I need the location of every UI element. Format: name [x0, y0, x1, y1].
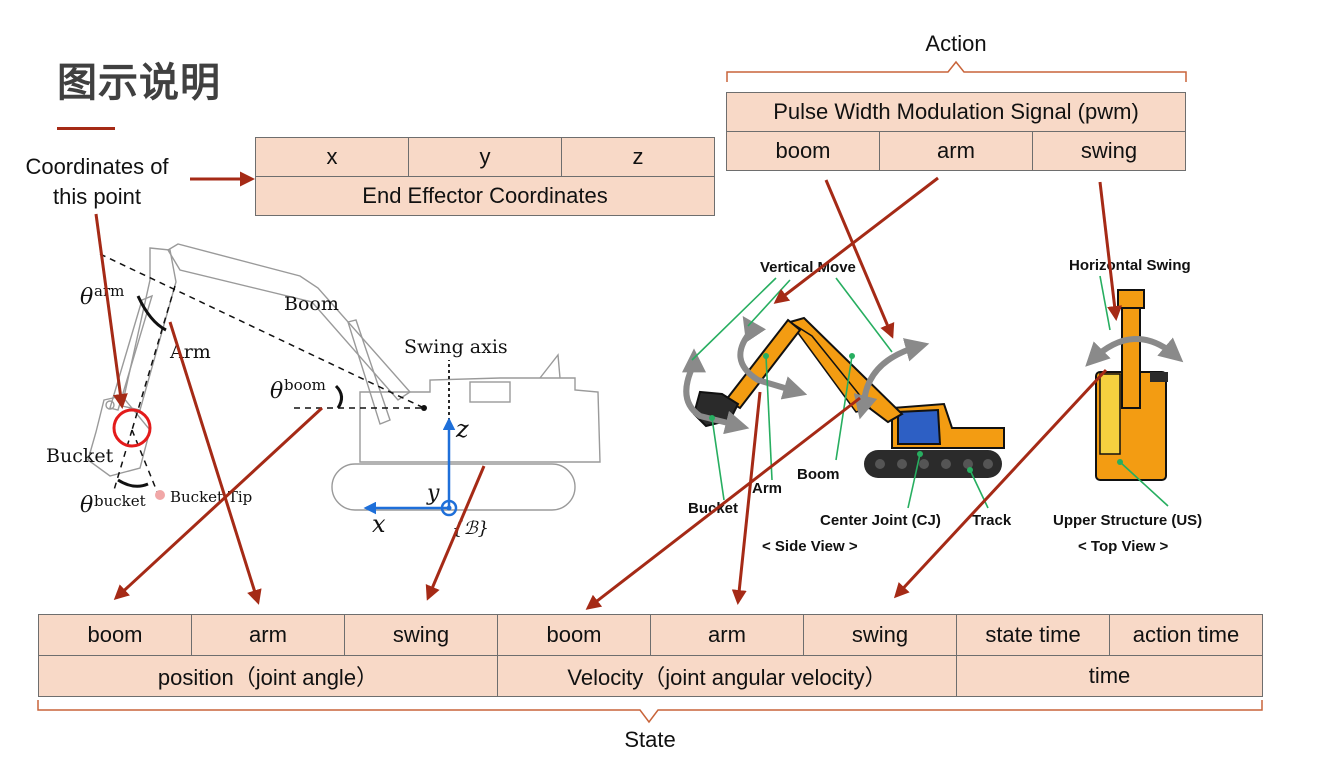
side-boom-label: Boom [797, 466, 840, 483]
arrow-arm-velocity [731, 391, 762, 605]
theta-arm-sup: arm [94, 282, 124, 300]
y-axis-marker [440, 499, 458, 517]
axis-y-label: y [426, 481, 440, 506]
arrow-swing-position [425, 465, 486, 601]
top-view-caption: < Top View > [1078, 538, 1169, 555]
arrow-swing-velocity [893, 368, 1108, 599]
title-underline [57, 127, 115, 130]
schematic-boom-label: Boom [284, 293, 339, 315]
axis-x-label: x [372, 510, 386, 538]
action-label: Action [925, 31, 987, 56]
theta-arm-symbol: θ [80, 285, 93, 310]
schematic-dashed-lines [99, 253, 425, 495]
top-view-leader-lines [1099, 275, 1169, 507]
upper-structure-label: Upper Structure (US) [1053, 512, 1202, 529]
coordinates-label-line1: Coordinates of [25, 154, 169, 179]
frame-origin-dot [446, 505, 452, 511]
end-effector-label-cell: End Effector Coordinates [255, 176, 715, 216]
side-bucket-label: Bucket [688, 500, 738, 517]
track-label: Track [972, 512, 1012, 529]
arrow-pwm-swing [1098, 181, 1123, 321]
state-label: State [624, 727, 676, 752]
state-position-arm-cell: arm [191, 614, 345, 656]
side-view-leader-dots [709, 353, 973, 473]
action-time-cell: action time [1109, 614, 1263, 656]
coordinates-label-line2: this point [52, 184, 142, 209]
position-group-cell: position（joint angle） [38, 655, 498, 697]
side-view-leader-lines [691, 277, 989, 509]
pivot-dot [421, 405, 427, 411]
vertical-move-label: Vertical Move [760, 259, 856, 276]
arrow-pwm-arm [824, 179, 895, 339]
state-position-boom-cell: boom [38, 614, 192, 656]
state-time-cell: state time [956, 614, 1110, 656]
schematic-arm-label: Arm [169, 341, 211, 363]
bucket-tip-dot [155, 490, 165, 500]
action-brace [726, 60, 1187, 82]
state-table: boom arm swing boom arm swing state time… [38, 614, 1263, 697]
theta-bucket-symbol: θ [80, 493, 93, 518]
axis-z-label: z [455, 415, 469, 443]
arrow-boom-position [113, 406, 324, 601]
end-effector-z-cell: z [561, 137, 715, 177]
state-brace [37, 700, 1263, 724]
time-group-cell: time [956, 655, 1263, 697]
page-title: 图示说明 [57, 60, 221, 106]
arrow-to-point [94, 213, 128, 409]
theta-bucket-sup: bucket [94, 492, 146, 510]
top-view-excavator [1095, 289, 1168, 481]
theta-boom-sup: boom [284, 376, 326, 394]
side-view-caption: < Side View > [762, 538, 858, 555]
velocity-group-cell: Velocity（joint angular velocity） [497, 655, 957, 697]
schematic-bucket-tip-label: Bucket Tip [170, 488, 252, 506]
red-point-circle [112, 408, 152, 448]
arrow-boom-velocity [585, 396, 861, 610]
horizontal-swing-label: Horizontal Swing [1069, 257, 1191, 274]
swing-axis-label: Swing axis [404, 336, 508, 358]
top-view-leader-dot [1117, 459, 1123, 465]
center-joint-label: Center Joint (CJ) [820, 512, 941, 529]
annotation-arrows [94, 171, 1123, 610]
end-effector-table: x y z End Effector Coordinates [255, 137, 715, 216]
pwm-signal-cell: Pulse Width Modulation Signal (pwm) [726, 92, 1186, 132]
schematic-bucket-label: Bucket [46, 445, 114, 467]
theta-boom-symbol: θ [270, 379, 283, 404]
side-view-rotation-arrows [682, 316, 930, 435]
arrow-pwm-boom [773, 176, 939, 304]
action-table: Pulse Width Modulation Signal (pwm) boom… [726, 92, 1186, 171]
action-swing-cell: swing [1032, 131, 1186, 171]
action-arm-cell: arm [879, 131, 1033, 171]
top-view-rotation-arrow-start [1085, 341, 1111, 367]
action-boom-cell: boom [726, 131, 880, 171]
state-velocity-arm-cell: arm [650, 614, 804, 656]
schematic-angle-arcs [117, 295, 343, 488]
schematic-excavator [87, 243, 601, 511]
side-arm-label: Arm [752, 480, 782, 497]
coordinates-label: Coordinates of this point [8, 152, 186, 212]
arrow-arm-position [168, 321, 262, 605]
